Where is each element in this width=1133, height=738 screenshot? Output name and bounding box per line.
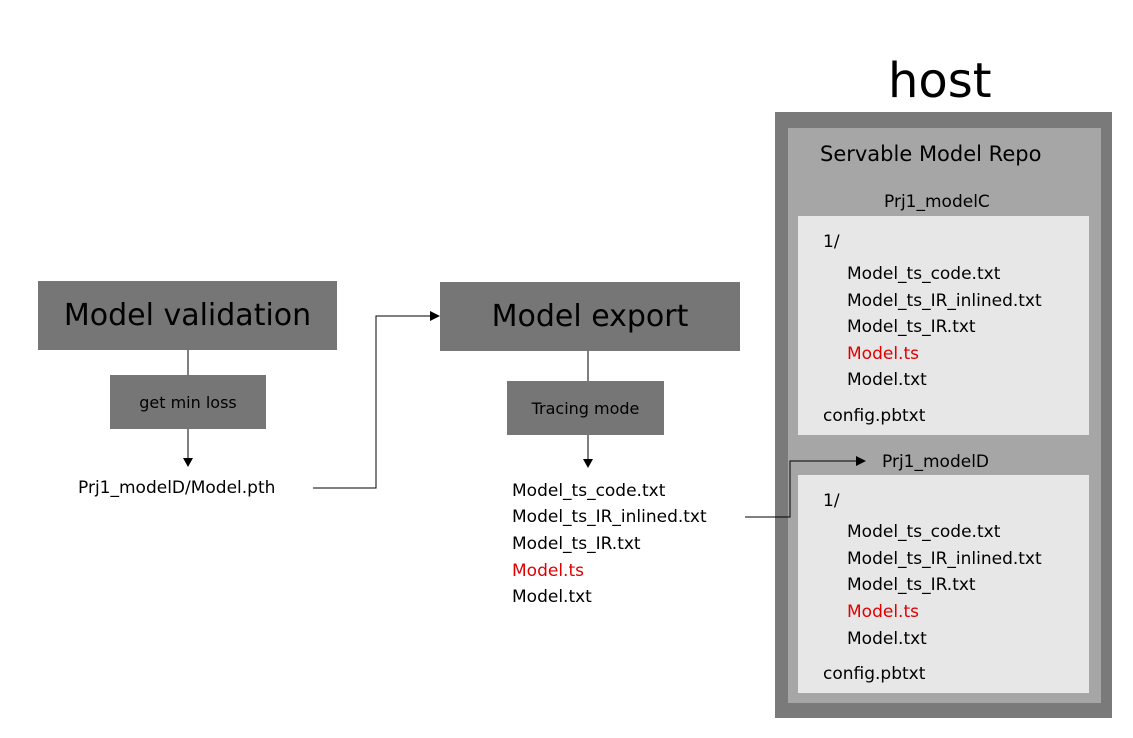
tracing-mode-box: Tracing mode [507,381,664,435]
file-c-2: Model_ts_IR.txt [847,317,976,337]
model-validation-box: Model validation [38,281,337,350]
get-min-loss-label: get min loss [139,392,237,412]
arrowhead-output [183,458,193,467]
repo-title: Servable Model Repo [820,142,1042,166]
model-pth-output: Prj1_modelD/Model.pth [78,478,276,498]
file-c-0: Model_ts_code.txt [847,264,1001,284]
tracing-mode-label: Tracing mode [531,398,640,418]
file-c-3: Model.ts [847,344,919,364]
model-export-title: Model export [491,299,689,334]
file-d-4: Model.txt [847,629,927,649]
file-c-1: Model_ts_IR_inlined.txt [847,291,1042,311]
model-export-box: Model export [440,282,740,351]
arrowhead-tracing-files [583,459,593,468]
host-label: host [888,53,992,109]
file-d-2: Model_ts_IR.txt [847,575,976,595]
export-file-1: Model_ts_IR_inlined.txt [512,507,707,527]
arrowhead-export [430,311,440,321]
export-file-3: Model.ts [512,561,584,581]
model-name-d: Prj1_modelD [882,452,990,472]
model-validation-title: Model validation [63,298,312,333]
config-d: config.pbtxt [823,664,926,684]
export-file-4: Model.txt [512,587,592,607]
arrowhead-repo [856,456,866,466]
model-folder-d [798,475,1089,693]
connector-files-repo [745,460,856,518]
get-min-loss-box: get min loss [110,375,266,429]
version-dir-d: 1/ [823,491,840,511]
config-c: config.pbtxt [823,406,926,426]
model-folder-c [798,216,1089,435]
file-d-0: Model_ts_code.txt [847,522,1001,542]
file-d-3: Model.ts [847,602,919,622]
connector-output-export [313,315,430,489]
model-name-c: Prj1_modelC [884,192,990,212]
file-c-4: Model.txt [847,370,927,390]
export-file-2: Model_ts_IR.txt [512,534,641,554]
file-d-1: Model_ts_IR_inlined.txt [847,549,1042,569]
export-file-0: Model_ts_code.txt [512,481,666,501]
version-dir-c: 1/ [823,232,840,252]
